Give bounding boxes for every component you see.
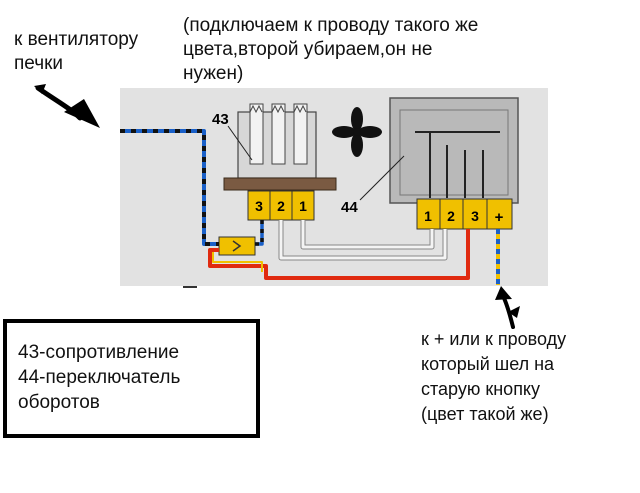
inline-connector (218, 236, 256, 256)
arrow-to-plus-icon (495, 286, 520, 329)
plus-annotation: к + или к проводу который шел на старую … (421, 329, 567, 424)
switch-connector: 1 2 3 + (416, 198, 513, 230)
resistor-body (223, 103, 337, 191)
resistor-connector: 3 2 1 (247, 190, 315, 221)
connect-annotation: (подключаем к проводу такого же цвета,вт… (183, 15, 479, 84)
wires (120, 129, 500, 285)
resistor-pin-1: 1 (299, 198, 307, 214)
resistor-pin-2: 2 (277, 198, 285, 214)
resistor-label: 43 (212, 111, 229, 128)
switch-pin-1: 1 (424, 208, 432, 224)
switch-pin-plus: + (495, 209, 504, 226)
switch-pin-2: 2 (447, 208, 455, 224)
legend-box: 43-сопротивление 44-переключатель оборот… (3, 319, 260, 438)
resistor-pin-3: 3 (255, 198, 263, 214)
switch-pin-3: 3 (471, 208, 479, 224)
legend-text: 43-сопротивление 44-переключатель оборот… (18, 342, 181, 413)
switch-leader (359, 155, 405, 201)
resistor-leader (227, 125, 253, 161)
switch-label: 44 (341, 199, 358, 216)
fan-annotation: к вентилятору печки (14, 29, 139, 74)
fan-icon (332, 107, 382, 157)
switch-box (389, 97, 519, 204)
arrow-to-fan-icon (34, 84, 100, 128)
